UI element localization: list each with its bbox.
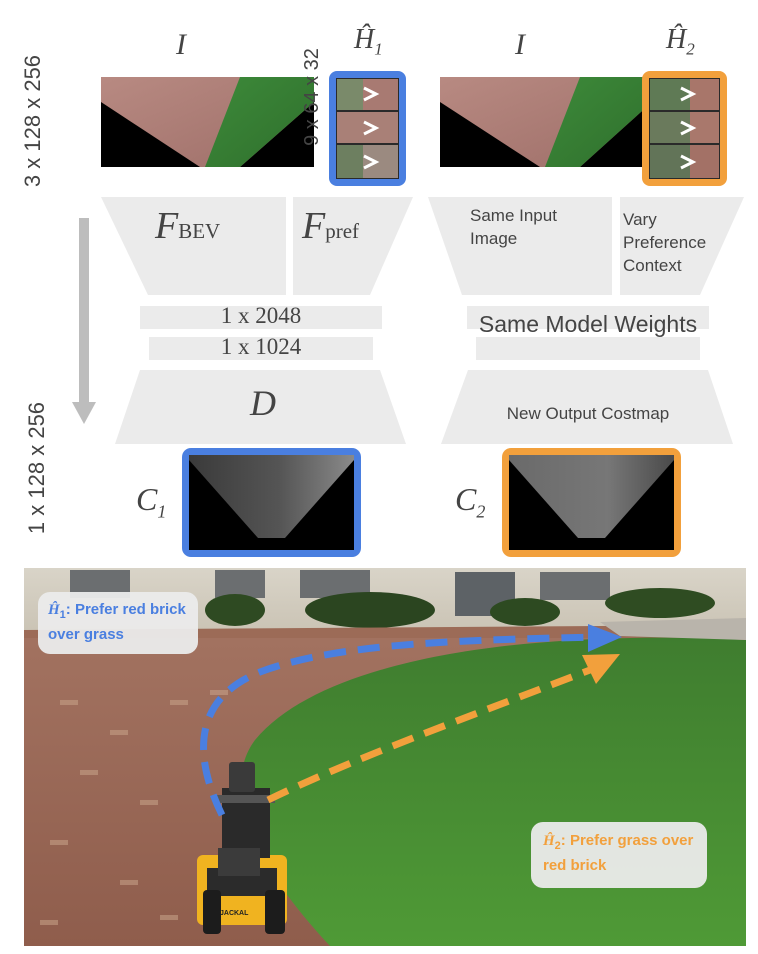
trajectory-h2-arrowhead: [582, 654, 620, 684]
encoder-pref-block: [293, 197, 413, 295]
new-output-label: New Output Costmap: [506, 404, 670, 423]
encoder-same-input-block: [428, 197, 612, 295]
flow-arrow: [72, 218, 96, 424]
encoder-pref-label: Fpref: [302, 205, 360, 247]
latent-1024-block: [149, 337, 373, 360]
costmap-c1-label: C1: [136, 481, 167, 522]
costmap-c2: [502, 448, 681, 557]
encoder-vary-pref-block: [620, 197, 744, 295]
vary-pref-label: Vary Preference Context: [623, 210, 707, 275]
latent-right-1-block: [467, 306, 709, 329]
same-weights-label: Same Model Weights: [478, 311, 698, 337]
input-label-right: I: [515, 28, 525, 61]
context-patches-h2: [642, 71, 727, 186]
output-shape-label: 1 x 128 x 256: [24, 401, 49, 535]
decoder-block-right: [441, 370, 733, 444]
context-shape-label: 9 x 64 x 32: [301, 48, 323, 146]
trajectory-h1-arrowhead: [588, 624, 622, 652]
input-label-left: I: [176, 28, 186, 61]
latent-1024-label: 1 x 1024: [220, 334, 302, 359]
context-patches-h1: [329, 71, 406, 186]
latent-right-2-block: [476, 337, 700, 360]
encoder-bev-label: FBEV: [155, 205, 221, 247]
trajectory-h1: [200, 633, 601, 817]
input-bev-image-left: [101, 77, 314, 167]
decoder-block-left: [115, 370, 406, 444]
context-label-h1: Ĥ1: [354, 24, 383, 59]
preference-note-h2: Ĥ2: Prefer grass over red brick: [531, 822, 707, 888]
latent-2048-block: [140, 306, 382, 329]
trajectory-h2: [266, 666, 592, 804]
decoder-label: D: [250, 383, 276, 423]
latent-2048-label: 1 x 2048: [220, 303, 302, 328]
costmap-c2-label: C2: [455, 481, 486, 522]
context-label-h2: Ĥ2: [666, 24, 695, 59]
same-input-label: Same Input Image: [470, 206, 557, 248]
input-shape-label: 3 x 128 x 256: [20, 54, 45, 188]
costmap-c1: [182, 448, 361, 557]
preference-note-h1: Ĥ1: Prefer red brick over grass: [38, 592, 198, 654]
robot: [197, 762, 287, 934]
encoder-bev-block: [101, 197, 286, 295]
input-bev-image-right: [440, 77, 652, 167]
robot-label: JACKAL: [220, 910, 249, 917]
